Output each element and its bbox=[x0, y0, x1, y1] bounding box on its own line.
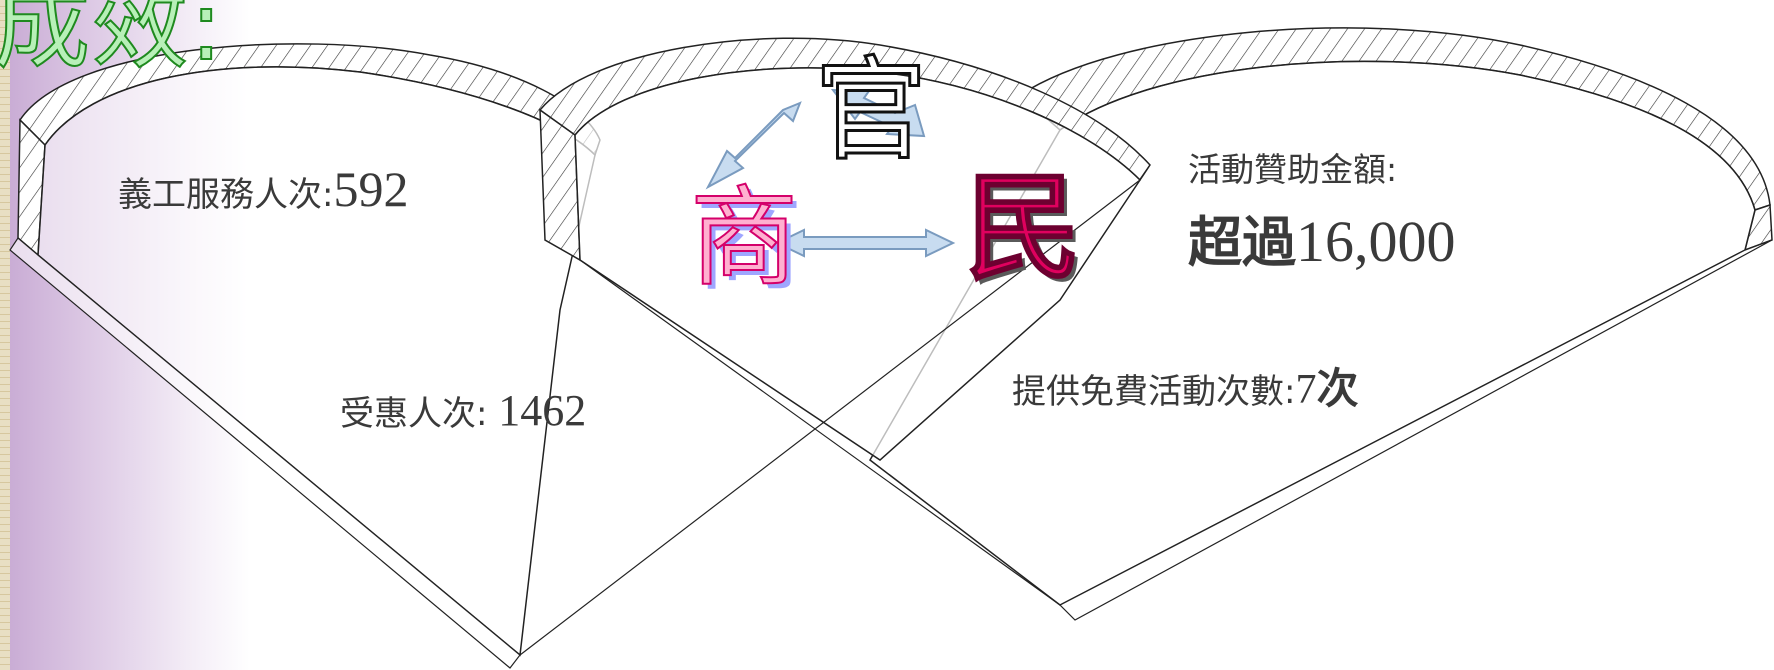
beneficiary-label: 受惠人次: bbox=[340, 394, 499, 434]
beneficiary-count-stat: 受惠人次: 1462 bbox=[340, 385, 586, 436]
middle-heart-lobe bbox=[519, 37, 1151, 656]
official-character: 官 bbox=[814, 46, 929, 176]
business-character: 商 bbox=[689, 176, 799, 301]
citizen-character: 民 bbox=[964, 160, 1082, 296]
sponsorship-value: 16,000 bbox=[1296, 209, 1456, 274]
volunteer-value: 592 bbox=[333, 161, 409, 217]
left-heart-lobe bbox=[9, 43, 601, 669]
free-events-suffix: 次 bbox=[1316, 364, 1359, 413]
edge-texture-strip bbox=[0, 0, 10, 670]
volunteer-label: 義工服務人次: bbox=[118, 175, 334, 215]
arrow-official-citizen bbox=[830, 88, 926, 138]
free-events-stat: 提供免費活動次數:7次 bbox=[1012, 355, 1358, 416]
free-events-label: 提供免費活動次數: bbox=[1012, 372, 1296, 412]
sponsorship-value-line: 超過16,000 bbox=[1188, 198, 1456, 277]
beneficiary-value: 1462 bbox=[498, 386, 587, 435]
arrow-official-business bbox=[705, 101, 802, 190]
sponsorship-label: 活動贊助金額: bbox=[1188, 150, 1398, 189]
volunteer-count-stat: 義工服務人次:592 bbox=[118, 160, 408, 218]
page-title: 成效: bbox=[0, 0, 225, 82]
arrow-business-citizen bbox=[774, 228, 956, 258]
free-events-value: 7 bbox=[1295, 367, 1317, 413]
sponsorship-prefix: 超過 bbox=[1188, 211, 1296, 274]
